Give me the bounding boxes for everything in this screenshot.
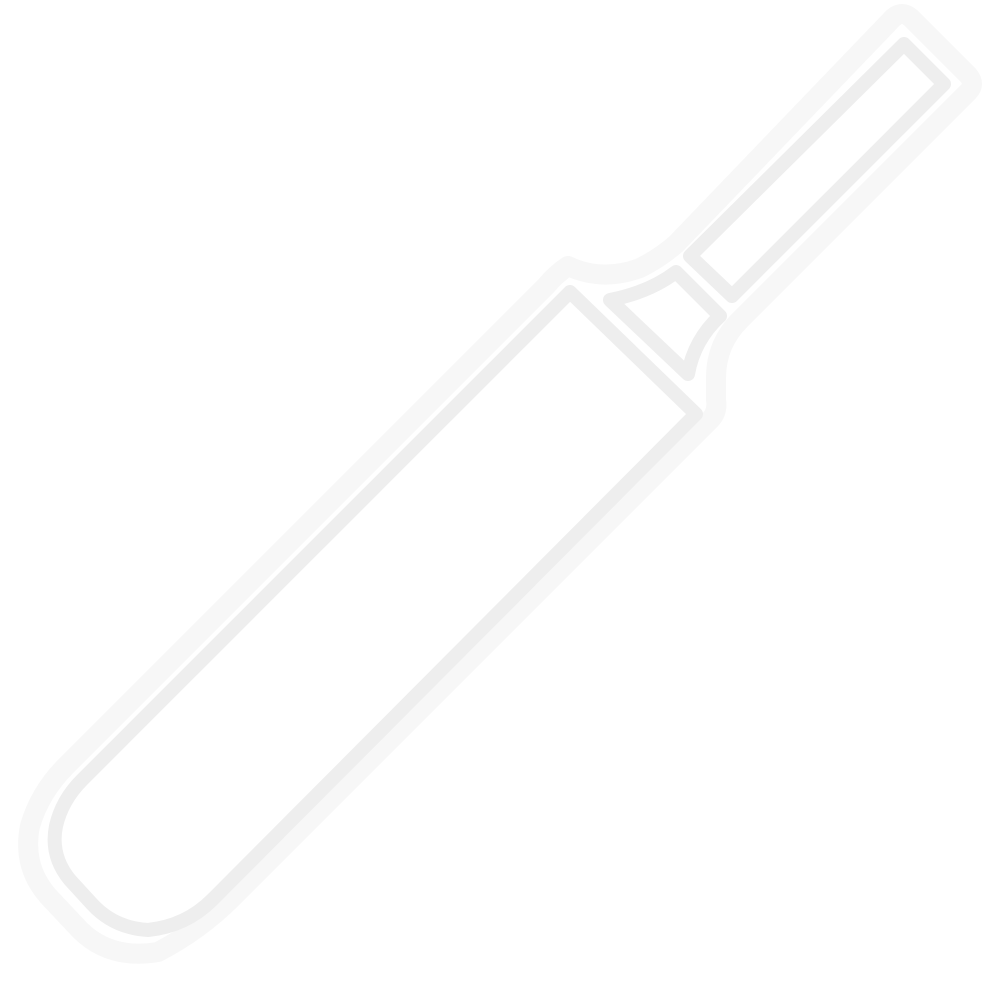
cricket-bat-outline	[18, 4, 982, 964]
bat-handle-outer	[18, 4, 982, 964]
bat-shoulder	[603, 265, 727, 381]
bat-blade-face	[47, 285, 703, 937]
bat-handle-grip	[683, 37, 951, 303]
